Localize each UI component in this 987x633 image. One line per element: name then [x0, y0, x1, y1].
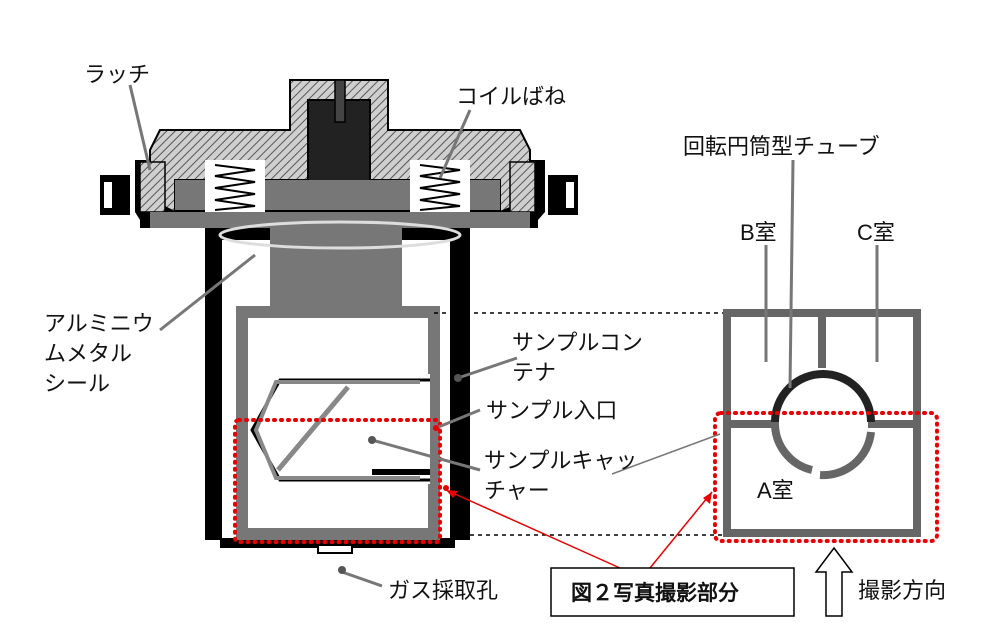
label-sample-container-1: サンプルコン	[512, 330, 643, 355]
label-sample-catcher-2: チャー	[484, 478, 550, 503]
caption-pointer-left	[445, 489, 621, 569]
label-sample-inlet: サンプル入口	[486, 398, 617, 423]
highlight-left	[233, 418, 442, 544]
caption-box	[550, 567, 795, 617]
spring-right	[410, 160, 470, 215]
leader-lines	[128, 84, 879, 588]
label-sample-container-2: テナ	[512, 360, 556, 385]
rotating-tube-arc-upper	[771, 370, 875, 423]
latch-left	[139, 161, 166, 213]
label-coil-spring: コイルばね	[456, 84, 566, 109]
label-aluminum-seal-2: ムメタル	[44, 341, 132, 366]
spring-left	[205, 160, 265, 215]
gas-port	[317, 544, 353, 554]
label-gas-port: ガス採取孔	[388, 578, 498, 603]
label-room-b: B室	[740, 220, 777, 245]
caption-pointer-right	[649, 491, 713, 569]
top-view	[723, 309, 921, 537]
label-rotating-tube: 回転円筒型チューブ	[683, 134, 880, 159]
label-sample-catcher-1: サンプルキャッ	[484, 448, 637, 473]
neck	[270, 228, 402, 310]
highlight-right	[713, 411, 939, 543]
container-cross-section	[100, 79, 578, 554]
up-arrow-icon	[814, 546, 854, 617]
rotating-tube-arc-lower	[819, 431, 875, 480]
sample-catcher	[250, 374, 430, 484]
label-latch: ラッチ	[84, 62, 150, 87]
label-room-c: C室	[857, 220, 895, 245]
label-aluminum-seal-3: シール	[44, 371, 110, 396]
latch-right	[509, 161, 536, 213]
label-shooting-direction: 撮影方向	[858, 578, 946, 603]
figure-caption: 図２写真撮影部分	[571, 581, 739, 605]
label-room-a: A室	[757, 478, 794, 503]
label-aluminum-seal-1: アルミニウ	[44, 311, 154, 336]
aluminum-seal	[218, 220, 462, 250]
